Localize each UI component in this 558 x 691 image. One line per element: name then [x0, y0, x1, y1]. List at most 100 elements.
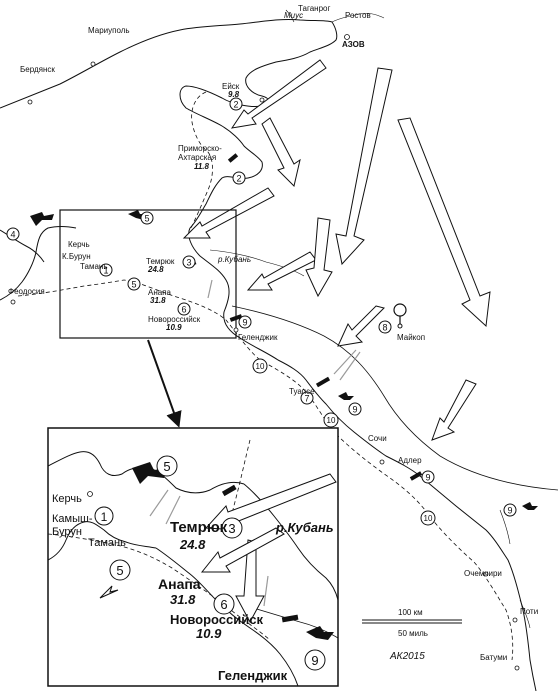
marker-1 [99, 263, 113, 277]
label-sochi: Сочи [368, 434, 387, 443]
label-kuban: р.Кубань [217, 255, 251, 264]
inset-marker-1 [94, 506, 114, 526]
inset-marker-5a [156, 455, 178, 477]
inset-label-gelendzhik: Геленджик [218, 668, 288, 683]
inset-frame-small [59, 209, 237, 339]
scale-miles-label: 50 миль [398, 629, 428, 638]
label-anapa: Анапа [148, 288, 172, 297]
inset-pointer-arrow [147, 339, 182, 428]
marker-10b-label: 10 [327, 416, 336, 425]
label-poti: Поти [520, 607, 538, 616]
inset-frame-large [47, 427, 339, 687]
marker-9b [348, 402, 362, 416]
inset-grey-arrows [149, 489, 269, 607]
grey-arrows [207, 279, 361, 381]
inset-marker-1-label: 1 [101, 510, 108, 524]
marker-7 [300, 391, 314, 405]
inset-label-taman: Тамань [88, 537, 126, 549]
marker-2b [232, 171, 246, 185]
marker-3-label: 3 [186, 258, 191, 268]
label-kburun: К.Бурун [62, 252, 91, 261]
inset-marker-5b-label: 5 [116, 563, 123, 578]
marker-8 [378, 320, 392, 334]
scale-bar: 100 км 50 миль [362, 608, 462, 638]
inset-marker-5a-label: 5 [163, 459, 170, 474]
label-temryuk-date: 24.8 [147, 265, 164, 274]
signature: АК2015 [389, 651, 425, 662]
inset-label-anapa: Анапа [158, 576, 201, 592]
marker-9d [503, 503, 517, 517]
label-primorsko: Приморско- [178, 144, 222, 153]
marker-4-label: 4 [10, 230, 15, 240]
inset-marker-3-label: 3 [228, 521, 235, 536]
label-mariupol: Мариуполь [88, 26, 130, 35]
marker-4 [6, 227, 20, 241]
marker-8-label: 8 [382, 323, 387, 333]
inset-label-temryuk: Темрюк [170, 519, 228, 536]
marker-5a-label: 5 [144, 214, 149, 224]
marker-9c-label: 9 [425, 473, 430, 483]
number-markers: 2 2 4 5 5 1 3 6 9 10 8 7 9 10 9 10 9 5 [6, 97, 517, 671]
inset-marker-5b [109, 559, 131, 581]
label-maykop: Майкоп [397, 333, 425, 342]
label-temryuk: Темрюк [146, 257, 175, 266]
marker-7-label: 7 [304, 394, 309, 404]
marker-9b-label: 9 [352, 405, 357, 415]
inset-marker-6 [213, 593, 235, 615]
label-novorossiysk-date: 10.9 [166, 323, 182, 332]
label-gelendzhik: Геленджик [238, 333, 278, 342]
marker-2a [229, 97, 243, 111]
label-adler: Адлер [398, 456, 422, 465]
label-novorossiysk: Новороссийск [148, 315, 201, 324]
marker-1-label: 1 [103, 266, 108, 276]
inset-label-anapa-date: 31.8 [170, 592, 196, 607]
label-tuapse: Туапсе [289, 387, 315, 396]
label-taman: Тамань [80, 262, 108, 271]
marker-10a [252, 358, 268, 374]
marker-2a-label: 2 [233, 100, 238, 110]
marker-9a-label: 9 [242, 318, 247, 328]
label-feodosiya: Феодосия [8, 287, 45, 296]
label-yeysk-date: 9.8 [228, 90, 240, 99]
marker-5b [127, 277, 141, 291]
marker-10b [323, 412, 339, 428]
marker-9d-label: 9 [507, 506, 512, 516]
inset-label-burun: Бурун [52, 526, 82, 538]
inset-label-kerch: Керчь [52, 493, 82, 505]
inset-label-novorossiysk: Новороссийск [170, 612, 263, 627]
label-anapa-date: 31.8 [150, 296, 166, 305]
aircraft-icons [30, 210, 538, 640]
marker-10c [420, 510, 436, 526]
inset-marker-3 [221, 517, 243, 539]
marker-10a-label: 10 [256, 362, 265, 371]
label-mius: Миус [284, 11, 303, 20]
marker-10c-label: 10 [424, 514, 433, 523]
label-batumi: Батуми [480, 653, 507, 662]
label-yeysk: Ейск [222, 82, 240, 91]
maykop-marker [393, 303, 407, 329]
marker-9a [238, 315, 252, 329]
label-akhtarskaya-date: 11.8 [194, 162, 210, 171]
label-rostov: Ростов [345, 11, 371, 20]
marker-6-label: 6 [181, 305, 186, 315]
marker-6 [177, 302, 191, 316]
label-kerch: Керчь [68, 240, 90, 249]
label-ochemchiri: Очемчири [464, 569, 502, 578]
inset-routes [47, 439, 271, 641]
inset-marker-9 [304, 649, 326, 671]
label-taganrog: Таганрог [298, 4, 330, 13]
marker-5a [140, 211, 154, 225]
scale-km-label: 100 км [398, 608, 423, 617]
label-akhtarskaya: Ахтарская [178, 153, 216, 162]
inset-marker-9-label: 9 [311, 653, 318, 668]
inset-marker-6-label: 6 [220, 597, 227, 612]
inset-label-kuban: р.Кубань [275, 520, 334, 535]
railway [231, 305, 558, 491]
label-berdyansk: Бердянск [20, 65, 55, 74]
inset-label-novorossiysk-date: 10.9 [196, 626, 222, 641]
marker-9c [421, 470, 435, 484]
marker-5b-label: 5 [131, 280, 136, 290]
inset-label-kamysh: Камыш- [52, 513, 93, 525]
